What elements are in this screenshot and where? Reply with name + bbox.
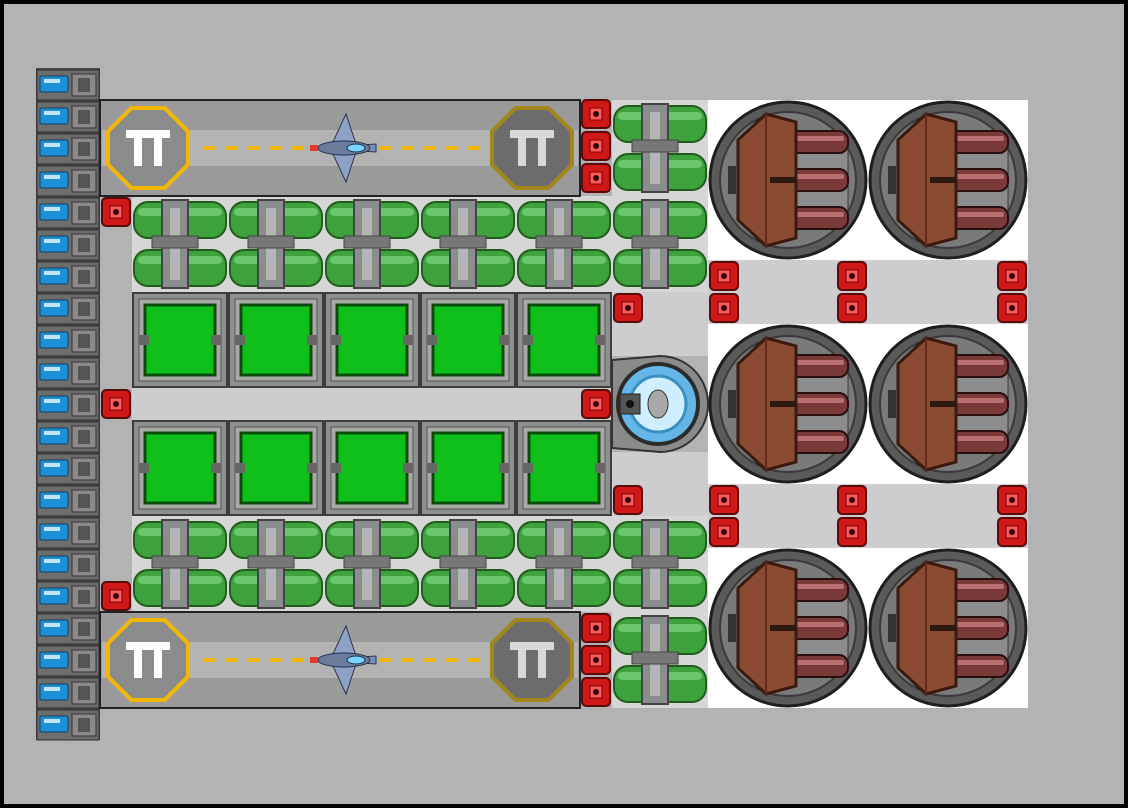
green-tank-icon[interactable] (228, 516, 324, 612)
cargo-container-icon[interactable] (420, 420, 516, 516)
battery-cell-icon[interactable] (36, 229, 100, 261)
fighter-ship-icon[interactable] (310, 112, 377, 184)
cargo-container-icon[interactable] (516, 420, 612, 516)
landing-pad-icon[interactable] (99, 611, 581, 709)
red-connector-icon[interactable] (581, 613, 611, 643)
battery-cell-icon[interactable] (36, 69, 100, 101)
cargo-container-icon[interactable] (324, 292, 420, 388)
green-tank-icon[interactable] (228, 196, 324, 292)
red-connector-icon[interactable] (613, 485, 643, 515)
battery-cell-icon[interactable] (36, 645, 100, 677)
cockpit-dome-icon[interactable] (611, 354, 709, 454)
battery-cell-icon[interactable] (36, 101, 100, 133)
battery-column (36, 68, 100, 741)
red-connector-icon[interactable] (581, 645, 611, 675)
battery-cell-icon[interactable] (36, 421, 100, 453)
green-tank-icon[interactable] (612, 196, 708, 292)
red-connector-icon[interactable] (581, 163, 611, 193)
battery-cell-icon[interactable] (36, 197, 100, 229)
battery-cell-icon[interactable] (36, 485, 100, 517)
battery-cell-icon[interactable] (36, 453, 100, 485)
battery-cell-icon[interactable] (36, 325, 100, 357)
cargo-container-icon[interactable] (228, 292, 324, 388)
cargo-container-icon[interactable] (132, 292, 228, 388)
cargo-container-icon[interactable] (324, 420, 420, 516)
battery-cell-icon[interactable] (36, 165, 100, 197)
battery-cell-icon[interactable] (36, 613, 100, 645)
red-connector-icon[interactable] (709, 261, 739, 291)
triple-cannon-turret-icon[interactable] (708, 100, 868, 260)
red-connector-icon[interactable] (581, 131, 611, 161)
green-tank-icon[interactable] (612, 612, 708, 708)
green-tank-icon[interactable] (612, 100, 708, 196)
triple-cannon-turret-icon[interactable] (868, 100, 1028, 260)
green-tank-icon[interactable] (516, 196, 612, 292)
battery-cell-icon[interactable] (36, 709, 100, 741)
triple-cannon-turret-icon[interactable] (708, 548, 868, 708)
red-connector-icon[interactable] (581, 677, 611, 707)
red-connector-icon[interactable] (837, 261, 867, 291)
green-tank-icon[interactable] (324, 516, 420, 612)
green-tank-icon[interactable] (612, 516, 708, 612)
red-connector-icon[interactable] (101, 581, 131, 611)
red-connector-icon[interactable] (837, 293, 867, 323)
green-tank-icon[interactable] (420, 196, 516, 292)
battery-cell-icon[interactable] (36, 677, 100, 709)
battery-cell-icon[interactable] (36, 133, 100, 165)
red-connector-icon[interactable] (837, 517, 867, 547)
green-tank-icon[interactable] (132, 516, 228, 612)
red-connector-icon[interactable] (997, 261, 1027, 291)
green-tank-icon[interactable] (516, 516, 612, 612)
red-connector-icon[interactable] (101, 197, 131, 227)
red-connector-icon[interactable] (997, 485, 1027, 515)
battery-cell-icon[interactable] (36, 357, 100, 389)
battery-cell-icon[interactable] (36, 293, 100, 325)
green-tank-icon[interactable] (420, 516, 516, 612)
red-connector-icon[interactable] (997, 293, 1027, 323)
red-connector-icon[interactable] (709, 517, 739, 547)
cargo-container-icon[interactable] (132, 420, 228, 516)
battery-cell-icon[interactable] (36, 389, 100, 421)
battery-cell-icon[interactable] (36, 549, 100, 581)
battery-cell-icon[interactable] (36, 517, 100, 549)
cargo-container-icon[interactable] (420, 292, 516, 388)
red-connector-icon[interactable] (581, 99, 611, 129)
fighter-ship-icon[interactable] (310, 624, 377, 696)
cargo-container-icon[interactable] (228, 420, 324, 516)
green-tank-icon[interactable] (324, 196, 420, 292)
triple-cannon-turret-icon[interactable] (708, 324, 868, 484)
red-connector-icon[interactable] (709, 485, 739, 515)
red-connector-icon[interactable] (837, 485, 867, 515)
red-connector-icon[interactable] (581, 389, 611, 419)
cargo-container-icon[interactable] (516, 292, 612, 388)
red-connector-icon[interactable] (997, 517, 1027, 547)
battery-cell-icon[interactable] (36, 581, 100, 613)
triple-cannon-turret-icon[interactable] (868, 324, 1028, 484)
battery-cell-icon[interactable] (36, 261, 100, 293)
red-connector-icon[interactable] (101, 389, 131, 419)
red-connector-icon[interactable] (613, 293, 643, 323)
green-tank-icon[interactable] (132, 196, 228, 292)
red-connector-icon[interactable] (709, 293, 739, 323)
triple-cannon-turret-icon[interactable] (868, 548, 1028, 708)
